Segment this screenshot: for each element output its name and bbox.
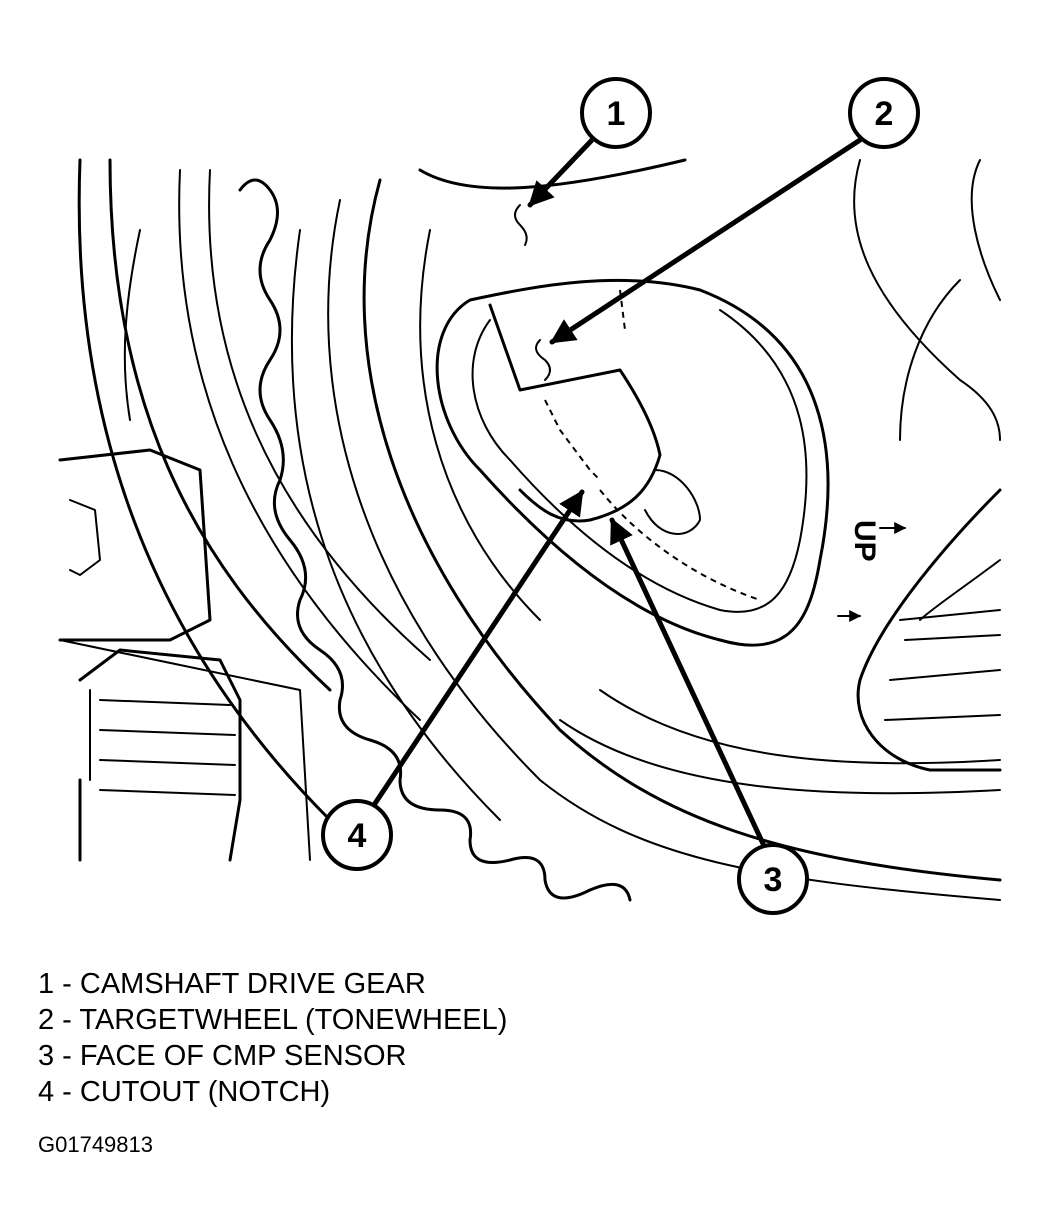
camshaft-drive-gear-drawing	[77, 158, 1002, 902]
legend-item-1: 1 - CAMSHAFT DRIVE GEAR	[38, 968, 426, 1000]
callout-4-label: 4	[348, 817, 367, 855]
callout-2: 2	[848, 77, 920, 149]
targetwheel-drawing	[435, 159, 1001, 647]
up-direction-indicator: UP	[837, 520, 907, 622]
leader-lines	[369, 137, 863, 851]
figure-id: G01749813	[38, 1132, 153, 1157]
leader-line-3	[609, 517, 768, 851]
callout-1-label: 1	[607, 95, 626, 133]
sensor-mount-drawing	[856, 488, 1002, 772]
leader-line-4	[369, 489, 585, 811]
callout-2-label: 2	[875, 95, 894, 133]
callout-4: 4	[321, 799, 393, 871]
legend-item-4: 4 - CUTOUT (NOTCH)	[38, 1076, 331, 1108]
legend-item-3: 3 - FACE OF CMP SENSOR	[38, 1040, 407, 1072]
callout-3: 3	[737, 843, 809, 915]
legend-item-2: 2 - TARGETWHEEL (TONEWHEEL)	[38, 1004, 508, 1036]
callout-1: 1	[580, 77, 652, 149]
up-label: UP	[848, 520, 881, 562]
leader-line-2	[549, 137, 863, 345]
leader-line-1	[527, 137, 595, 208]
cmp-sensor-diagram: UP 1 2 3 4	[58, 77, 1002, 915]
legend: 1 - CAMSHAFT DRIVE GEAR 2 - TARGETWHEEL …	[38, 966, 507, 1110]
engine-housing-drawing	[58, 229, 311, 862]
callout-3-label: 3	[764, 861, 783, 899]
